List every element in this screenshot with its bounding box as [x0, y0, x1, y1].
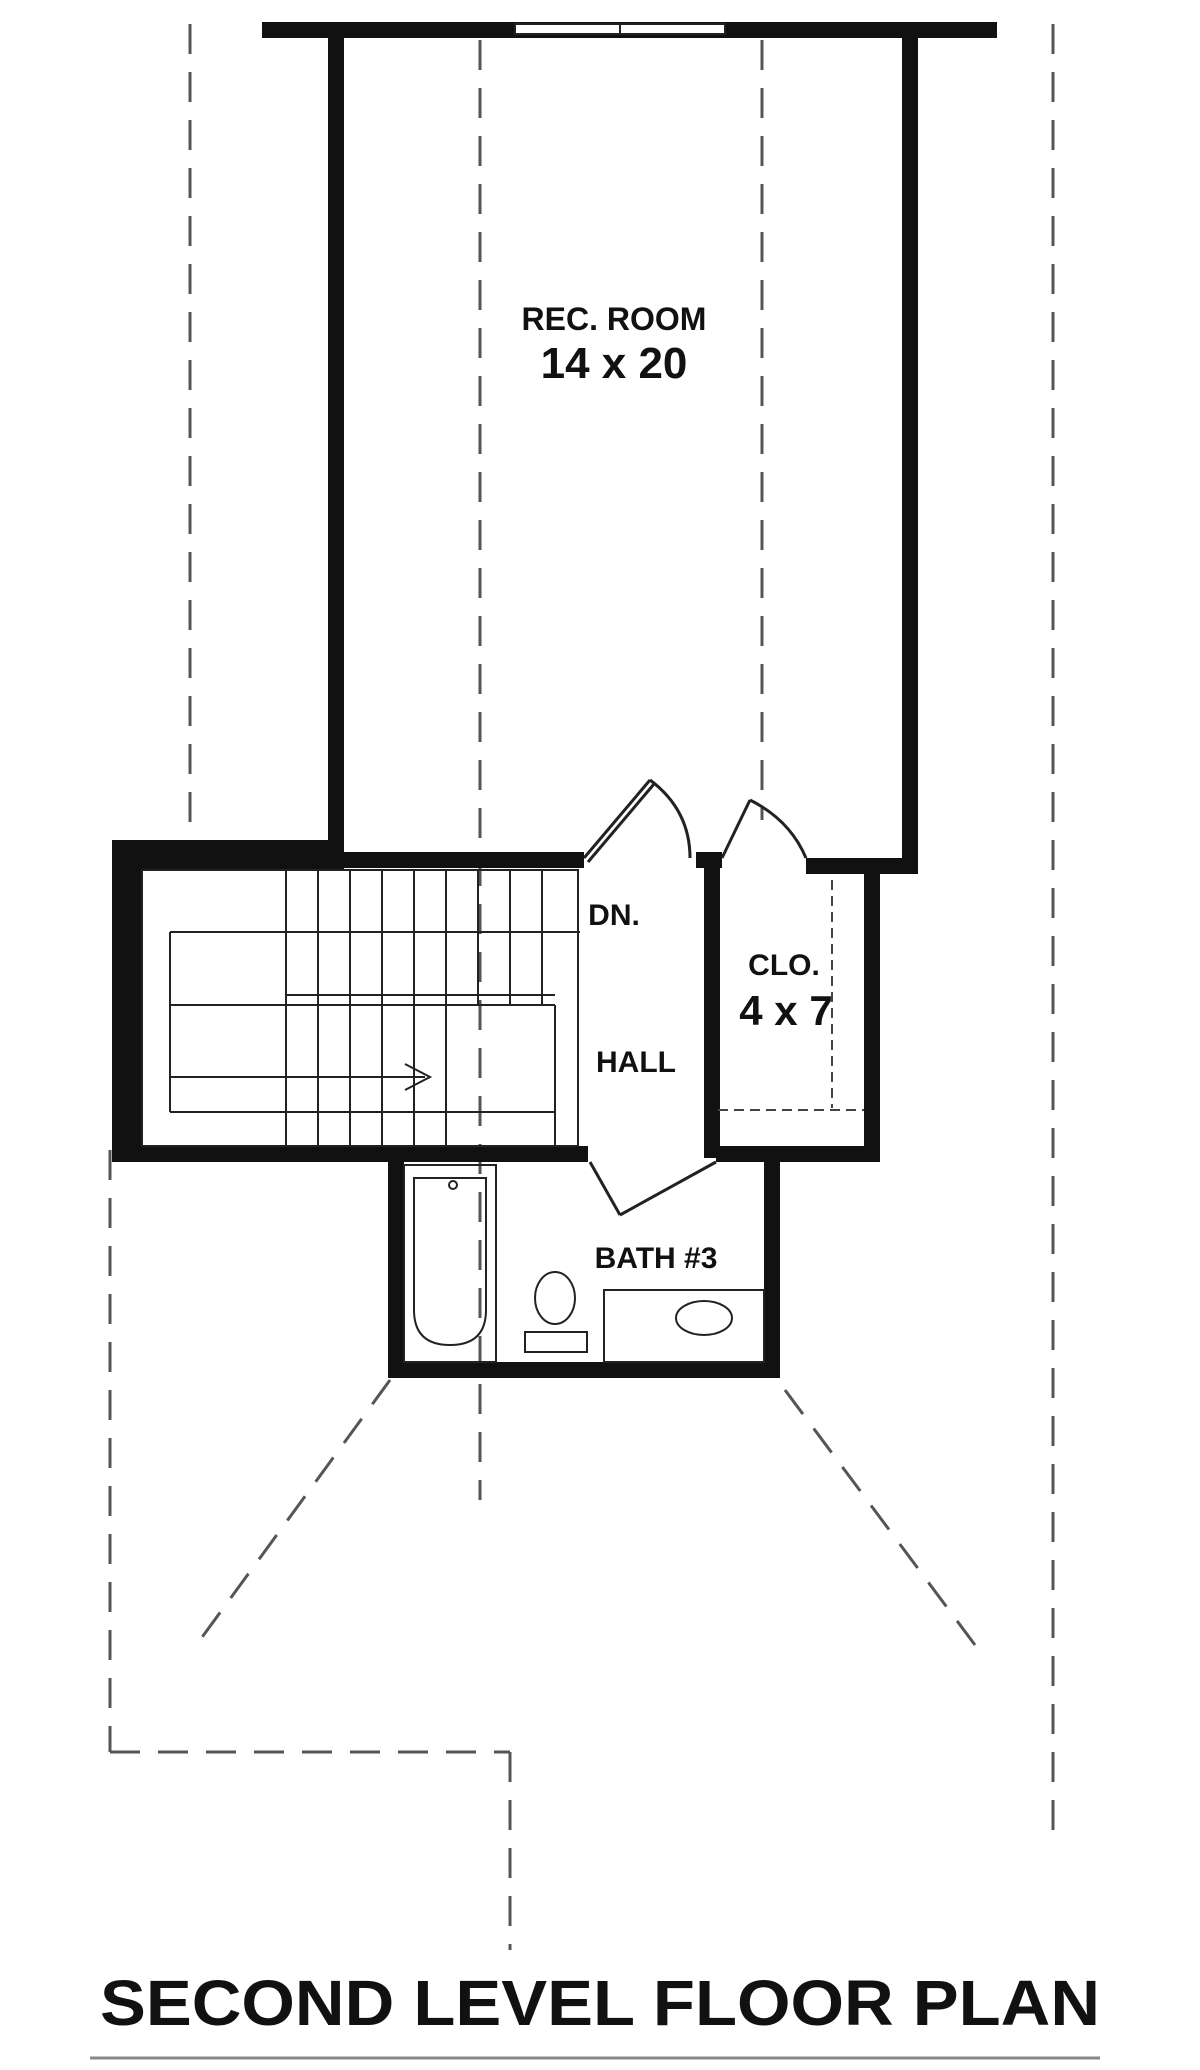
closet-shelf — [718, 880, 864, 1111]
top-wall — [262, 22, 997, 38]
hall-label: HALL — [596, 1046, 676, 1079]
rec-room-walls — [328, 36, 918, 874]
stair-block-walls — [112, 840, 880, 1162]
stairs-down-label: DN. — [588, 899, 640, 932]
closet-size: 4 x 7 — [739, 987, 832, 1034]
bath-walls — [388, 1152, 780, 1378]
rec-room-size: 14 x 20 — [541, 339, 688, 388]
stairs — [141, 869, 580, 1147]
roof-outline-dashed — [108, 24, 1055, 1950]
vanity-sink — [603, 1289, 765, 1363]
doors — [582, 778, 808, 1217]
closet-name: CLO. — [748, 949, 820, 982]
bathtub — [403, 1164, 497, 1363]
bath-label: BATH #3 — [595, 1242, 718, 1275]
rec-room-name: REC. ROOM — [522, 301, 707, 337]
toilet — [524, 1271, 588, 1353]
plan-title: SECOND LEVEL FLOOR PLAN — [100, 1967, 1100, 2039]
